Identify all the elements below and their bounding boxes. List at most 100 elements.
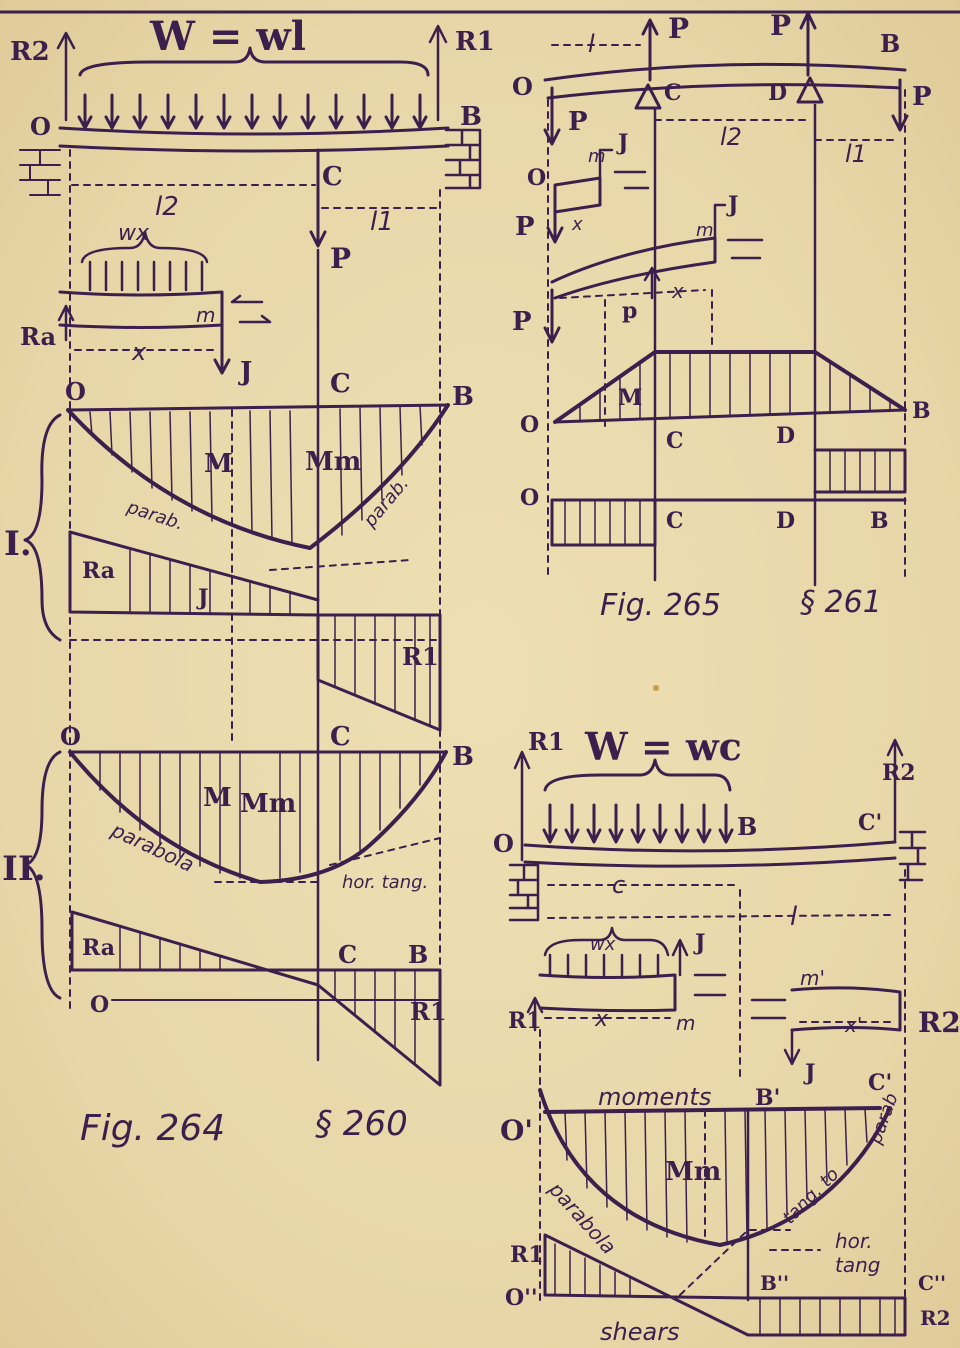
fig265-b-top: B xyxy=(880,29,900,58)
fig266-beam-top xyxy=(523,840,897,853)
fig264-couple-arrows xyxy=(230,294,272,324)
fig265-o-fb: O xyxy=(527,165,546,191)
fig265-l2-label: l2 xyxy=(720,123,742,151)
fig265-x-fb2: x xyxy=(671,279,684,303)
fig264-b-ii: B xyxy=(452,742,474,772)
fig264-r1-label: R1 xyxy=(455,27,495,57)
fig266-r2-label: R2 xyxy=(882,760,916,786)
fig266-left-free-body xyxy=(538,973,677,1013)
fig265-p-up-c xyxy=(641,18,659,82)
fig264-ii-tangent xyxy=(329,837,441,866)
fig265-p-fb2: P xyxy=(512,307,532,337)
fig266-b-top: B xyxy=(737,812,757,841)
fig265-beam-top xyxy=(543,62,907,82)
fig265-p-down-left-label: P xyxy=(568,107,588,137)
fig264-ii-label: II. xyxy=(2,849,46,889)
fig265-p-small: p xyxy=(622,298,637,324)
fig266-diagram: W = wc R1 R2 O B C' c l xyxy=(493,724,960,1346)
fig264-j-arrow xyxy=(213,318,231,375)
fig264-load-brace xyxy=(78,46,430,77)
fig266-r2-shear: R2 xyxy=(920,1306,951,1330)
fig266-left-j-arrow xyxy=(671,938,689,977)
fig266-r2-fb: R2 xyxy=(918,1006,960,1039)
fig265-fb2-couple xyxy=(726,238,764,260)
fig264-mm-ii: Mm xyxy=(240,789,296,819)
fig264-beam xyxy=(58,126,450,136)
fig265-support-d xyxy=(796,76,824,104)
fig265-moment-outline xyxy=(553,350,907,424)
fig264-i-moment-curve xyxy=(66,403,450,550)
fig265-o-top: O xyxy=(512,72,533,101)
fig266-load-arrows xyxy=(542,803,734,844)
fig265-p-up-d xyxy=(799,11,817,77)
fig265-m-fb2: m xyxy=(696,220,714,241)
fig266-cpp-label: C'' xyxy=(918,1271,946,1295)
fig265-x-dim xyxy=(559,289,706,299)
fig266-r1-fb-arrow xyxy=(526,996,544,1032)
fig266-op-label: O' xyxy=(500,1114,533,1147)
fig264-i-baseline xyxy=(66,403,450,412)
fig266-shear-outline xyxy=(543,1233,907,1337)
fig264-parabola-ii: parabola xyxy=(107,817,198,876)
fig266-shear-hatch xyxy=(554,1243,896,1336)
fig264-i-shear-hatch xyxy=(129,549,291,615)
fig264-diagram: W = wl R2 R1 O B xyxy=(2,13,495,1149)
fig266-load-label: W = wc xyxy=(584,724,742,769)
fig265-shear-right-hatch xyxy=(829,449,891,493)
fig266-mm-label: Mm xyxy=(665,1157,721,1187)
paper-speck xyxy=(653,685,659,691)
fig264-i-tangent xyxy=(269,559,411,571)
fig265-d-top: D xyxy=(768,80,787,106)
fig264-c-ii: C xyxy=(330,722,351,752)
fig264-m-label: m xyxy=(196,303,215,327)
fig264-i-shear-left xyxy=(68,530,320,617)
fig265-support-c xyxy=(634,83,662,110)
fig266-wx-brace xyxy=(543,926,670,957)
fig264-o-top: O xyxy=(30,112,51,141)
fig264-i-shear-slope xyxy=(68,530,320,602)
fig266-c-label: c xyxy=(612,871,625,899)
fig266-opp-label: O'' xyxy=(505,1285,538,1311)
fig264-ii-shear-hatch xyxy=(119,925,416,1065)
fig264-r1-i: R1 xyxy=(402,642,439,671)
fig264-wx-arrows xyxy=(88,260,204,292)
fig264-c-ii-shear: C xyxy=(338,940,357,969)
fig264-r1-ii: R1 xyxy=(410,997,447,1026)
fig264-i-label: I. xyxy=(4,524,32,564)
fig266-r1-arrow xyxy=(513,750,531,862)
fig264-load-arrows xyxy=(77,93,428,130)
fig264-i-shear-right xyxy=(316,613,442,732)
fig264-mm-i: Mm xyxy=(305,447,361,477)
fig266-xp-label: x' xyxy=(844,1013,862,1037)
fig265-b-shear: B xyxy=(870,508,889,534)
fig265-section: § 261 xyxy=(800,585,882,620)
fig265-j-fb: J xyxy=(616,130,628,156)
fig264-l1-label: l1 xyxy=(370,207,394,237)
fig266-x-label: x xyxy=(594,1007,609,1032)
fig266-right-j-arrow xyxy=(783,1028,801,1066)
fig264-b-ii-shear: B xyxy=(408,940,428,969)
fig264-m-ii: M xyxy=(203,783,232,813)
fig265-o-shear: O xyxy=(520,485,539,511)
fig265-p-up-d-label: P xyxy=(770,9,791,42)
fig264-load-label: W = wl xyxy=(149,13,306,60)
fig264-i-shear-right-hatch xyxy=(334,614,431,726)
fig266-beam-bottom xyxy=(523,856,897,868)
fig264-brace-i xyxy=(23,413,62,642)
fig266-left-couple xyxy=(693,973,727,997)
fig266-wx-label: wx xyxy=(590,934,616,955)
fig265-p-fb: P xyxy=(515,212,535,242)
fig265-inner-projections xyxy=(604,289,713,431)
fig264-hor-tang: hor. tang. xyxy=(342,872,428,893)
fig265-c-top: C xyxy=(664,80,682,106)
fig265-m-label: M xyxy=(618,385,642,411)
fig264-free-body xyxy=(58,290,224,329)
fig264-left-wall xyxy=(19,149,61,196)
fig265-caption: Fig. 265 xyxy=(600,588,721,623)
fig265-shear-left xyxy=(550,498,657,547)
fig264-ra-ii: Ra xyxy=(82,935,115,961)
fig265-j-fb2: J xyxy=(726,192,738,218)
fig265-c-mom: C xyxy=(666,428,684,454)
fig265-p-down-left xyxy=(543,86,561,146)
fig264-i-hatch xyxy=(89,405,423,546)
